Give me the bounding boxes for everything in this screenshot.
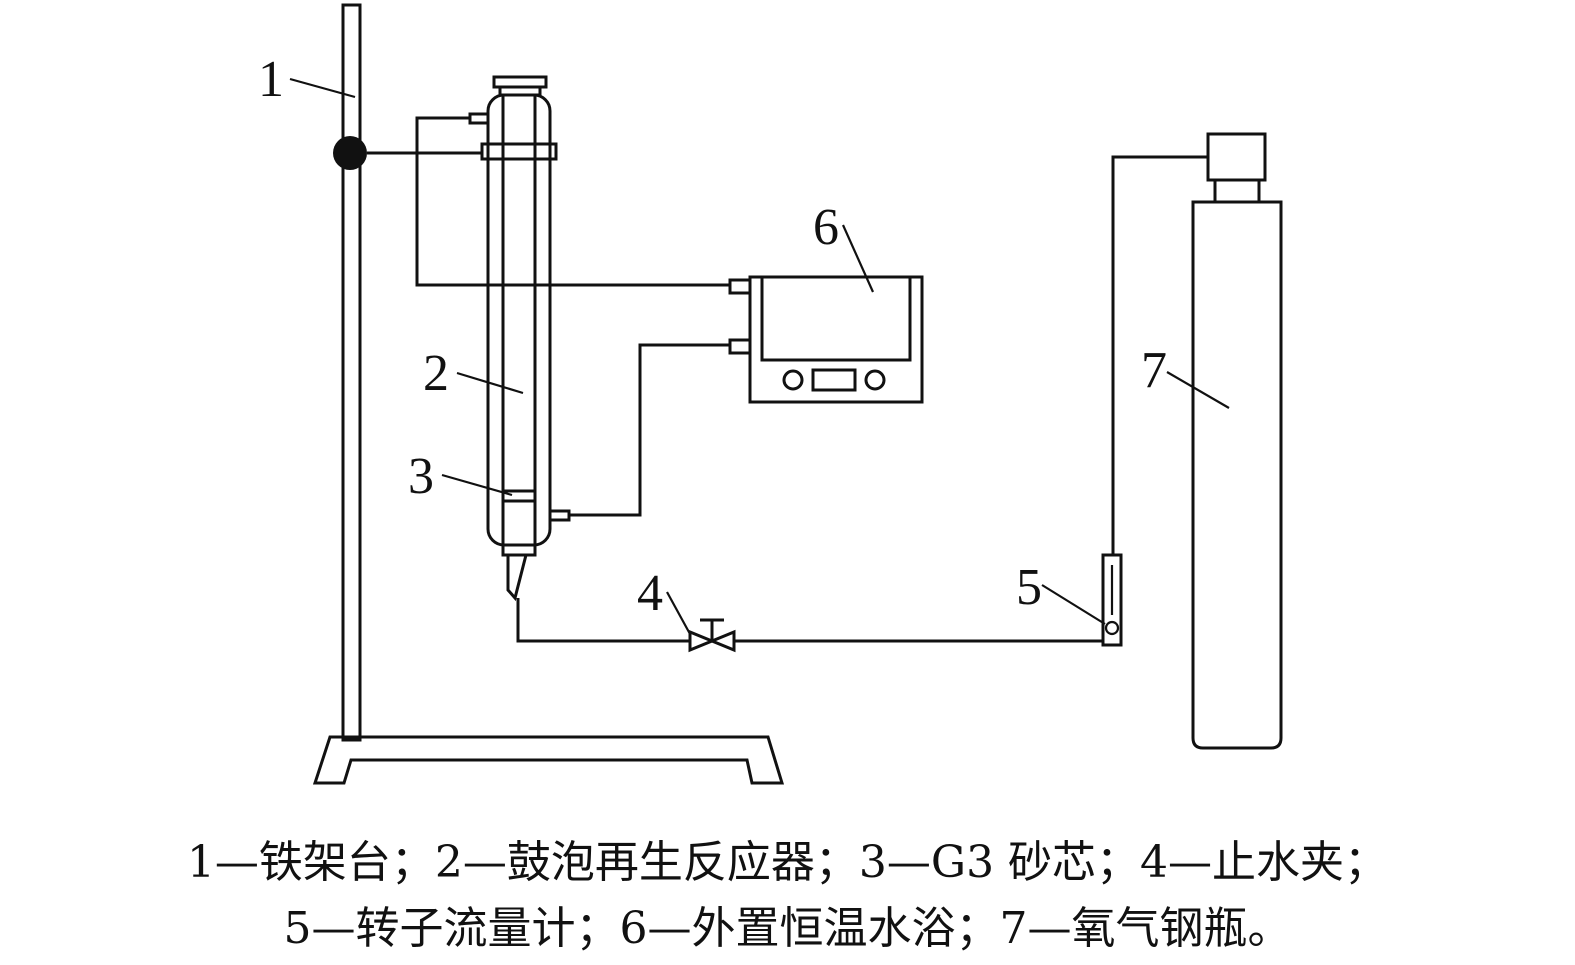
label-4: 4	[637, 565, 663, 622]
iron-stand	[312, 3, 785, 785]
water-pipes	[415, 116, 730, 517]
caption-line-2: 5—转子流量计；6—外置恒温水浴；7—氧气钢瓶。	[283, 903, 1292, 954]
jacket-bottom-port	[548, 509, 571, 522]
thermostatic-water-bath	[728, 275, 924, 404]
g3-sand-core	[501, 489, 537, 503]
gas-line-inlet	[1111, 155, 1208, 555]
label-1: 1	[258, 51, 284, 108]
oxygen-cylinder	[1191, 132, 1283, 750]
label-2: 2	[423, 345, 449, 402]
reactor-clamp	[480, 142, 558, 161]
caption-line-1: 1—铁架台；2—鼓泡再生反应器；3—G3 砂芯；4—止水夹；	[186, 837, 1389, 888]
stop-clamp-valve	[688, 618, 736, 653]
clamp-joint	[333, 136, 367, 170]
label-5: 5	[1016, 559, 1042, 616]
rotameter	[1101, 553, 1123, 647]
leader-lines	[289, 77, 1230, 635]
gas-line-outlet	[516, 598, 690, 643]
label-6: 6	[813, 199, 839, 256]
label-3: 3	[408, 448, 434, 505]
apparatus-diagram: 1 2 3 4 5 6 7	[258, 3, 1283, 785]
label-7: 7	[1141, 342, 1167, 399]
jacket-top-port	[468, 112, 490, 125]
bubbling-reactor	[468, 75, 571, 602]
